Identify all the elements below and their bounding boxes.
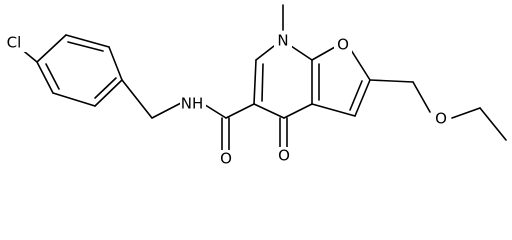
bond-c5-c6-inner [261, 63, 264, 102]
bond-benz-inner-3 [67, 41, 104, 52]
ring-carbonyl-oxygen-label: O [278, 147, 290, 165]
bond-benz-2 [52, 92, 96, 107]
atom-labels: Cl NH N O O O O [3, 32, 450, 168]
bond-ch2-o [412, 81, 431, 113]
bonds [19, 4, 507, 151]
bond-c3-c3a [311, 103, 356, 117]
amide-nh-label: NH [181, 95, 204, 113]
bond-c7a-o [311, 46, 336, 61]
bond-c2-ch2 [369, 79, 414, 83]
bond-c3a-c4 [283, 103, 313, 119]
bond-c6-n [255, 45, 275, 61]
bond-n-c7a [290, 45, 313, 61]
bond-o-ch2 [451, 107, 481, 119]
ether-oxygen-label: O [435, 110, 447, 128]
bond-c2-c3-inner [349, 80, 363, 111]
bond-c5-c6 [253, 59, 257, 105]
bond-benz-inner-1 [45, 63, 60, 90]
chemical-structure: Cl NH N O O O O [3, 4, 507, 168]
chlorine-label: Cl [7, 34, 22, 52]
amide-oxygen-label: O [220, 150, 232, 168]
bond-ch2-ch3 [479, 107, 507, 141]
bond-c2-c3 [354, 79, 371, 117]
bond-benz-5 [65, 34, 110, 48]
bond-benz-6 [36, 34, 67, 63]
bond-o-c2 [350, 49, 371, 81]
bond-benz-ch2 [121, 79, 153, 119]
bond-c4-c5 [253, 103, 285, 119]
bond-benz-1 [36, 61, 54, 94]
furan-oxygen-label: O [337, 36, 349, 54]
bond-camide-c5 [225, 103, 255, 119]
bond-benz-4 [108, 46, 123, 81]
bond-benz-inner-2 [94, 77, 117, 99]
bond-benz-3 [94, 79, 123, 107]
bond-ch2-nh [151, 102, 182, 119]
ring-nitrogen-label: N [277, 32, 288, 50]
